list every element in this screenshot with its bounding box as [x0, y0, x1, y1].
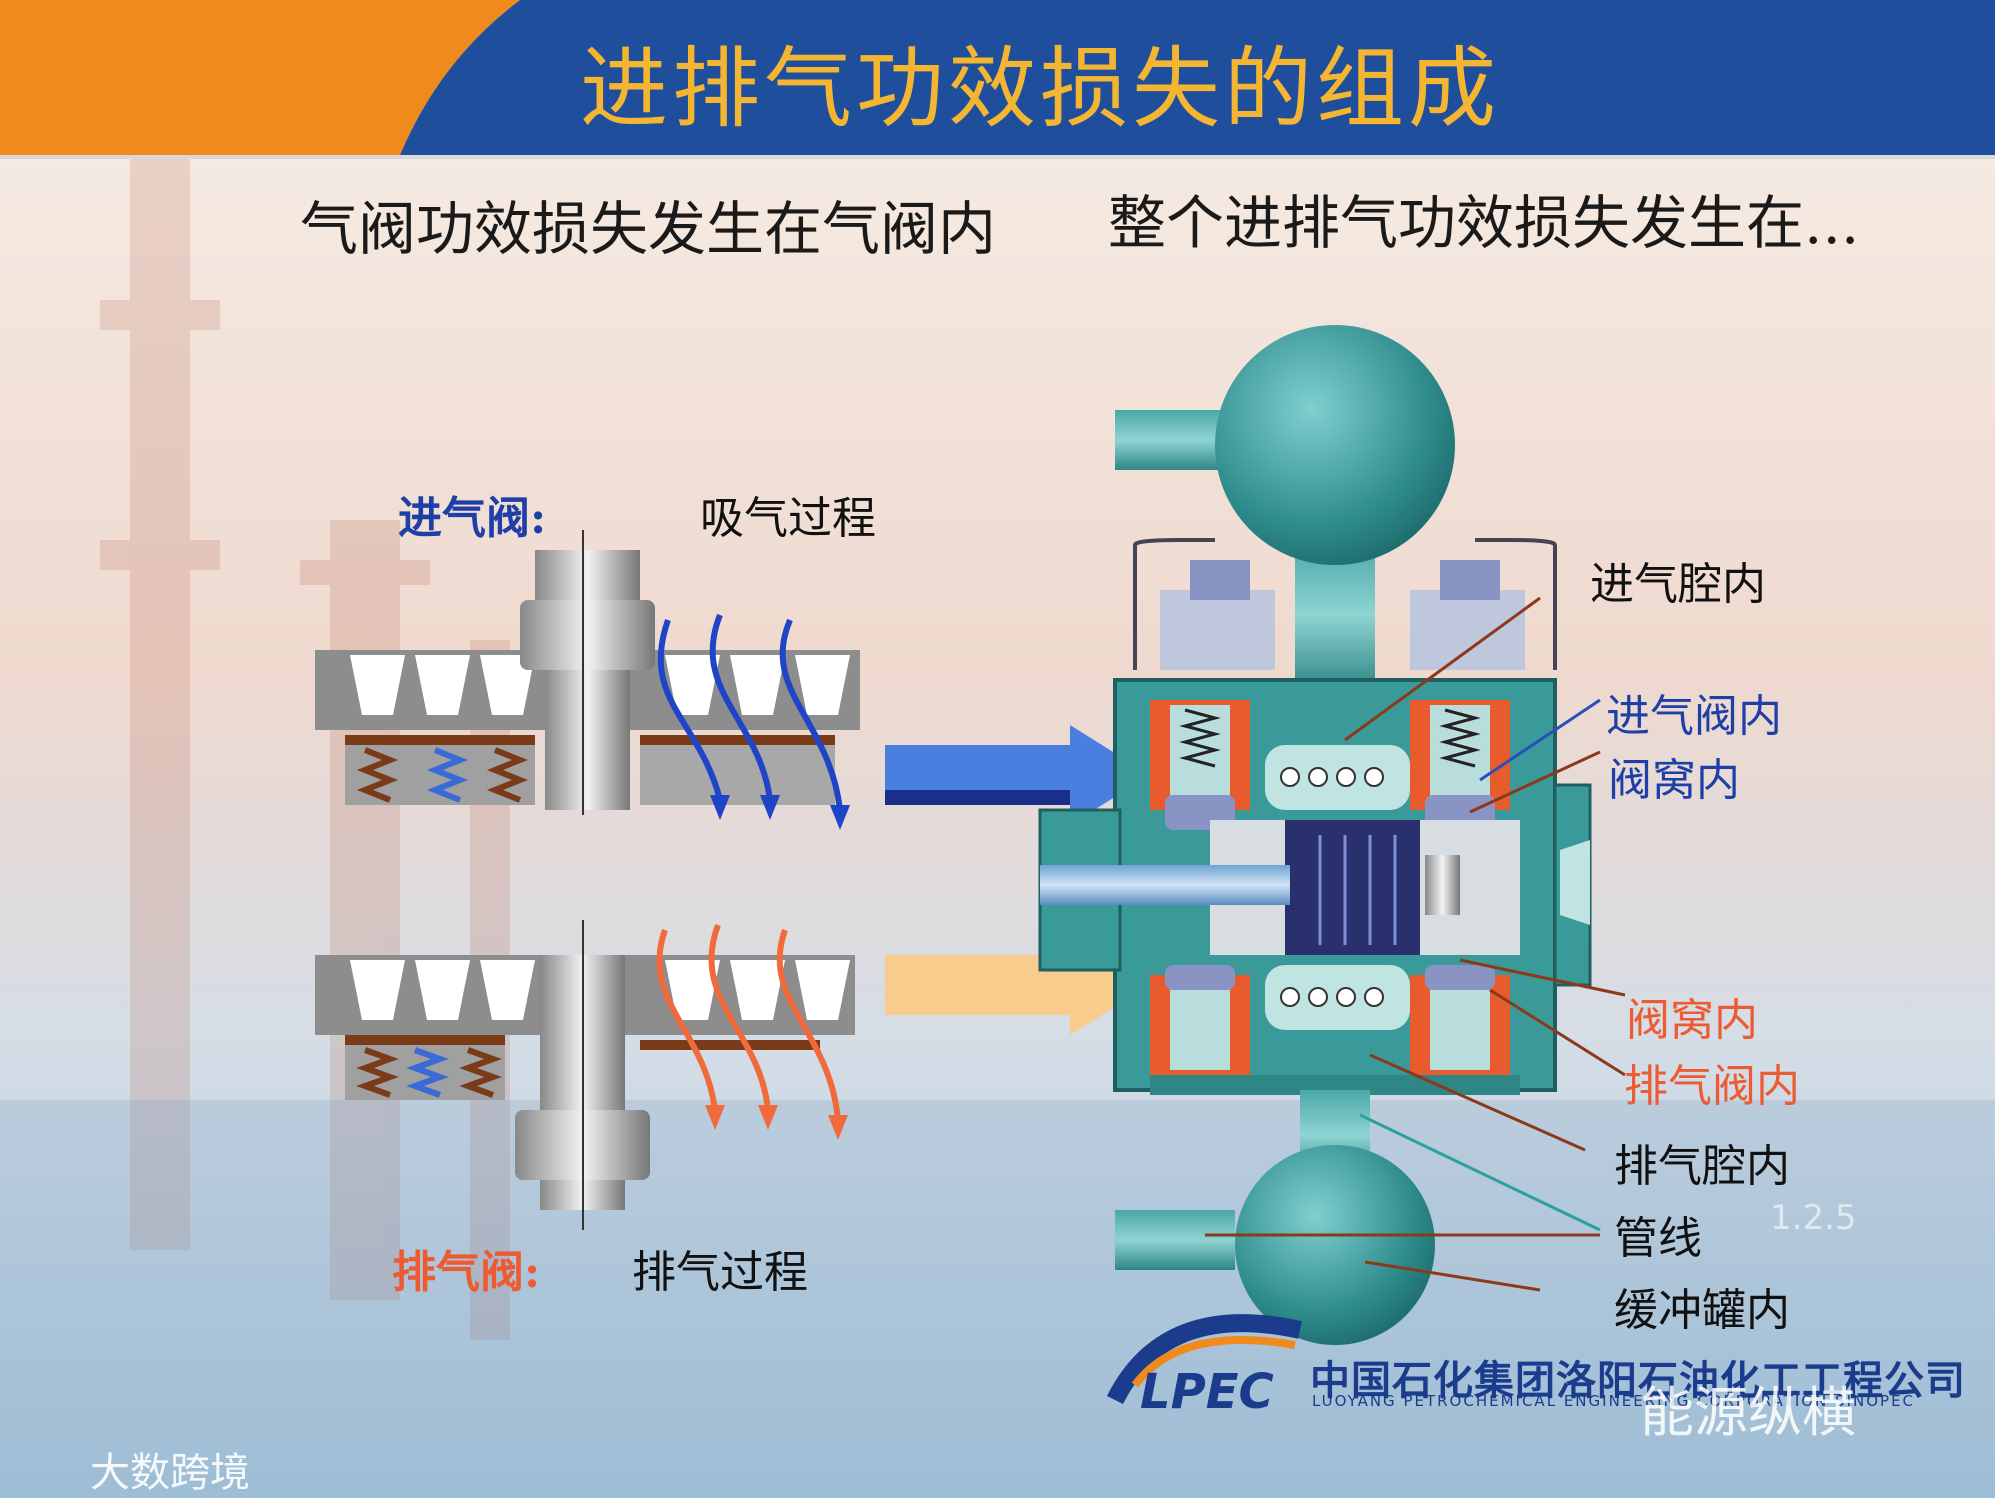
- page-number: 1.2.5: [1770, 1198, 1857, 1238]
- callout-intake-valve: 进气阀内: [1606, 680, 1782, 744]
- exhaust-valve-label: 排气阀:: [392, 1236, 540, 1300]
- logo-abbreviation: LPEC: [1140, 1364, 1274, 1420]
- callout-exhaust-valve: 排气阀内: [1624, 1050, 1800, 1114]
- callout-intake-nest: 阀窝内: [1608, 744, 1740, 808]
- callout-intake-chamber: 进气腔内: [1590, 548, 1766, 612]
- watermark-right: 能源纵横: [1640, 1368, 1856, 1447]
- right-heading: 整个进排气功效损失发生在...: [1108, 176, 1859, 260]
- intake-process-label: 吸气过程: [700, 482, 876, 546]
- slide-title: 进排气功效损失的组成: [580, 18, 1500, 145]
- left-heading: 气阀功效损失发生在气阀内: [300, 182, 996, 266]
- callout-exhaust-nest: 阀窝内: [1626, 984, 1758, 1048]
- callout-pipeline: 管线: [1614, 1202, 1702, 1266]
- callout-exhaust-chamber: 排气腔内: [1614, 1130, 1790, 1194]
- watermark-left: 大数跨境: [90, 1440, 250, 1498]
- exhaust-process-label: 排气过程: [632, 1236, 808, 1300]
- callout-buffer-tank: 缓冲罐内: [1614, 1274, 1790, 1338]
- intake-valve-label: 进气阀:: [398, 482, 546, 546]
